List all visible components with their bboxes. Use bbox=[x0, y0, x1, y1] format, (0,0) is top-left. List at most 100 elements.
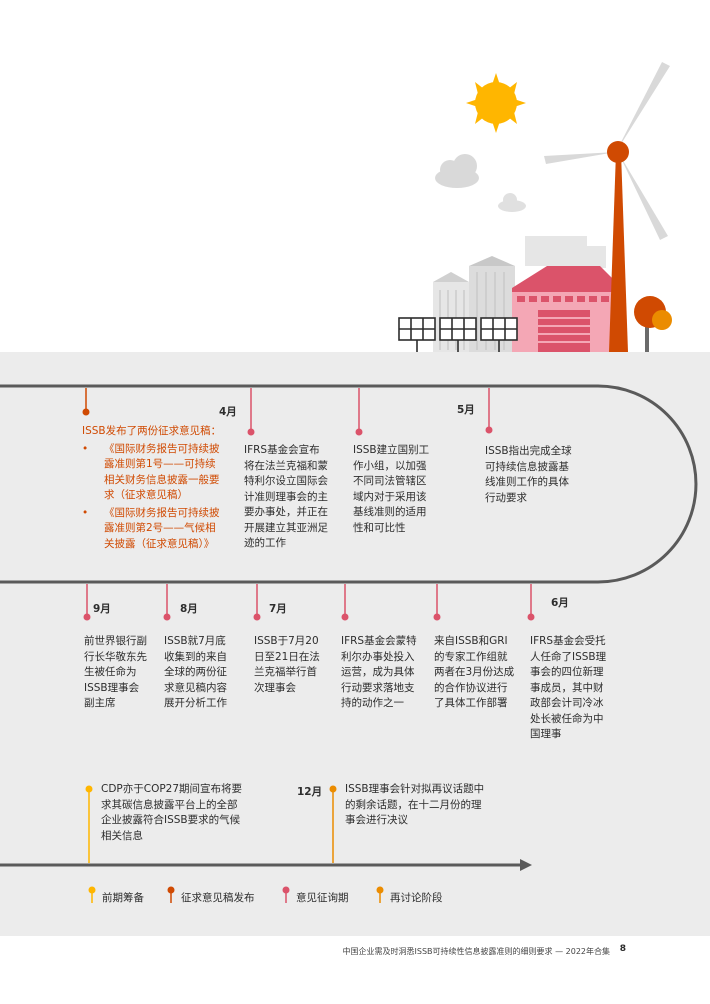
item-line: ISSB于7月20 bbox=[254, 635, 319, 647]
item-line: 生被任命为 bbox=[84, 666, 137, 678]
item-line: 展开分析工作 bbox=[164, 697, 227, 709]
item-line: 行长华敬东先 bbox=[84, 650, 147, 663]
item-line: 的剩余话题，在十二月份的理 bbox=[345, 798, 482, 811]
timeline-item: ISSB就7月底 收集到的来自 全球的两份征 求意见稿内容 展开分析工作 bbox=[164, 634, 254, 712]
item-line: ISSB就7月底 bbox=[164, 635, 226, 647]
item-line: IFRS基金会宣布 bbox=[244, 444, 320, 456]
wind-turbine-icon bbox=[544, 62, 670, 352]
item-line: 政部会计司冷冰 bbox=[530, 697, 604, 709]
month-label: 12月 bbox=[297, 786, 323, 798]
month-label: 9月 bbox=[93, 603, 111, 615]
item-line: ISSB理事会针对拟再议话题中 bbox=[345, 783, 485, 795]
legend-label: 征求意见稿发布 bbox=[181, 892, 255, 904]
item-line: 企业披露符合ISSB要求的气候 bbox=[101, 814, 241, 826]
timeline-item: 前世界银行副 行长华敬东先 生被任命为 ISSB理事会 副主席 bbox=[84, 634, 164, 712]
item-title: ISSB发布了两份征求意见稿： bbox=[82, 425, 222, 437]
bullet-line: 《国际财务报告可持续披 bbox=[104, 442, 220, 455]
timeline-item: IFRS基金会宣布 将在法兰克福和蒙 特利尔设立国际会 计准则理事会的主 要办事… bbox=[244, 443, 344, 552]
item-line: 线准则工作的具体 bbox=[485, 476, 569, 488]
timeline-panel: 4月 ISSB发布了两份征求意见稿： • 《国际财务报告可持续披 露准则第1号—… bbox=[0, 352, 710, 936]
page-number: 8 bbox=[619, 944, 626, 954]
item-line: 持的动作之一 bbox=[341, 697, 404, 709]
bullet-item: • 《国际财务报告可持续披 露准则第1号——可持续 相关财务信息披露一般要 求（… bbox=[82, 442, 242, 504]
item-line: IFRS基金会受托 bbox=[530, 635, 606, 647]
month-label: 4月 bbox=[219, 406, 237, 418]
item-line: 人任命了ISSB理 bbox=[530, 650, 607, 663]
item-line: 两者在3月份达成 bbox=[434, 666, 515, 678]
legend-item-consult: 意见征询期 bbox=[282, 886, 349, 905]
tree-icon bbox=[634, 296, 672, 352]
legend-item-redeliberate: 再讨论阶段 bbox=[376, 886, 443, 905]
item-line: 了具体工作部署 bbox=[434, 697, 508, 709]
month-label: 6月 bbox=[551, 597, 569, 609]
legend-item-draft: 征求意见稿发布 bbox=[167, 886, 255, 905]
timeline-item: ISSB指出完成全球 可持续信息披露基 线准则工作的具体 行动要求 bbox=[485, 444, 595, 506]
item-line: 国理事 bbox=[530, 728, 562, 740]
item-line: 收集到的来自 bbox=[164, 650, 227, 663]
item-line: 求意见稿内容 bbox=[164, 681, 227, 694]
month-label: 7月 bbox=[269, 603, 287, 615]
cloud-small-icon bbox=[498, 193, 526, 212]
renewable-energy-illustration bbox=[398, 62, 672, 352]
orange-draft-release-item: ISSB发布了两份征求意见稿： • 《国际财务报告可持续披 露准则第1号——可持… bbox=[82, 424, 242, 552]
item-line: 处长被任命为中 bbox=[530, 712, 604, 725]
item-line: 可持续信息披露基 bbox=[485, 460, 569, 473]
item-line: ISSB建立国别工 bbox=[353, 444, 430, 456]
bullet-line: 《国际财务报告可持续披 bbox=[104, 506, 220, 519]
bullet-line: 关披露（征求意见稿）》 bbox=[104, 537, 215, 550]
timeline-item: ISSB理事会针对拟再议话题中 的剩余话题，在十二月份的理 事会进行决议 bbox=[345, 782, 525, 829]
item-line: 日至21日在法 bbox=[254, 650, 320, 663]
item-line: 兰克福举行首 bbox=[254, 666, 317, 678]
item-line: IFRS基金会蒙特 bbox=[341, 635, 417, 647]
pin-icon bbox=[282, 886, 290, 903]
bullet-line: 相关财务信息披露一般要 bbox=[104, 473, 220, 486]
item-line: 事成员，其中财 bbox=[530, 681, 604, 694]
item-line: ISSB理事会 bbox=[84, 681, 140, 694]
item-line: 性和可比性 bbox=[353, 521, 406, 534]
timeline-track bbox=[0, 384, 698, 871]
timeline-item: ISSB建立国别工 作小组，以加强 不同司法管辖区 域内对于采用该 基线准则的适… bbox=[353, 443, 453, 536]
item-line: 开展建立其亚洲足 bbox=[244, 521, 328, 534]
pin-icon bbox=[376, 886, 384, 903]
timeline-item: CDP亦于COP27期间宣布将要 求其碳信息披露平台上的全部 企业披露符合ISS… bbox=[101, 782, 291, 844]
item-line: CDP亦于COP27期间宣布将要 bbox=[101, 783, 243, 795]
solar-panel-icon bbox=[398, 317, 518, 352]
item-line: 将在法兰克福和蒙 bbox=[244, 459, 328, 472]
item-line: 域内对于采用该 bbox=[353, 490, 427, 503]
item-line: 的合作协议进行 bbox=[434, 681, 508, 694]
item-line: 前世界银行副 bbox=[84, 635, 147, 647]
item-line: 来自ISSB和GRI bbox=[434, 635, 508, 647]
pin-icon bbox=[88, 886, 96, 903]
item-line: 的专家工作组就 bbox=[434, 650, 508, 663]
item-line: 特利尔设立国际会 bbox=[244, 475, 328, 487]
legend-label: 再讨论阶段 bbox=[390, 892, 443, 904]
bullet-line: 求（征求意见稿） bbox=[104, 489, 188, 501]
bullet-line: 露准则第2号——气候相 bbox=[104, 522, 216, 534]
bullet-line: 露准则第1号——可持续 bbox=[104, 458, 216, 470]
footer-text: 中国企业需及时洞悉ISSB可持续性信息披露准则的细则要求 — 2022年合集 bbox=[342, 947, 610, 956]
cloud-icon bbox=[435, 154, 479, 188]
sun-icon bbox=[466, 73, 526, 133]
timeline-item: IFRS基金会受托 人任命了ISSB理 事会的四位新理 事成员，其中财 政部会计… bbox=[530, 634, 626, 743]
bullet-item: • 《国际财务报告可持续披 露准则第2号——气候相 关披露（征求意见稿）》 bbox=[82, 506, 242, 553]
month-label: 5月 bbox=[457, 404, 475, 416]
item-line: 次理事会 bbox=[254, 681, 296, 694]
item-line: ISSB指出完成全球 bbox=[485, 445, 572, 457]
item-line: 迹的工作 bbox=[244, 537, 286, 549]
factory-icon bbox=[512, 266, 622, 352]
item-line: 不同司法管辖区 bbox=[353, 475, 427, 487]
legend-label: 前期筹备 bbox=[102, 892, 144, 904]
item-line: 事会的四位新理 bbox=[530, 666, 604, 678]
item-line: 基线准则的适用 bbox=[353, 506, 427, 518]
timeline-item: 来自ISSB和GRI 的专家工作组就 两者在3月份达成 的合作协议进行 了具体工… bbox=[434, 634, 530, 712]
item-line: 副主席 bbox=[84, 697, 116, 709]
item-line: 计准则理事会的主 bbox=[244, 490, 328, 503]
item-line: 行动要求落地支 bbox=[341, 681, 415, 694]
item-line: 行动要求 bbox=[485, 491, 527, 504]
item-line: 运营，成为具体 bbox=[341, 666, 415, 678]
item-line: 全球的两份征 bbox=[164, 666, 227, 678]
pin-icon bbox=[167, 886, 175, 903]
month-label: 8月 bbox=[180, 603, 198, 615]
legend-label: 意见征询期 bbox=[296, 892, 349, 904]
item-line: 作小组，以加强 bbox=[353, 459, 427, 472]
